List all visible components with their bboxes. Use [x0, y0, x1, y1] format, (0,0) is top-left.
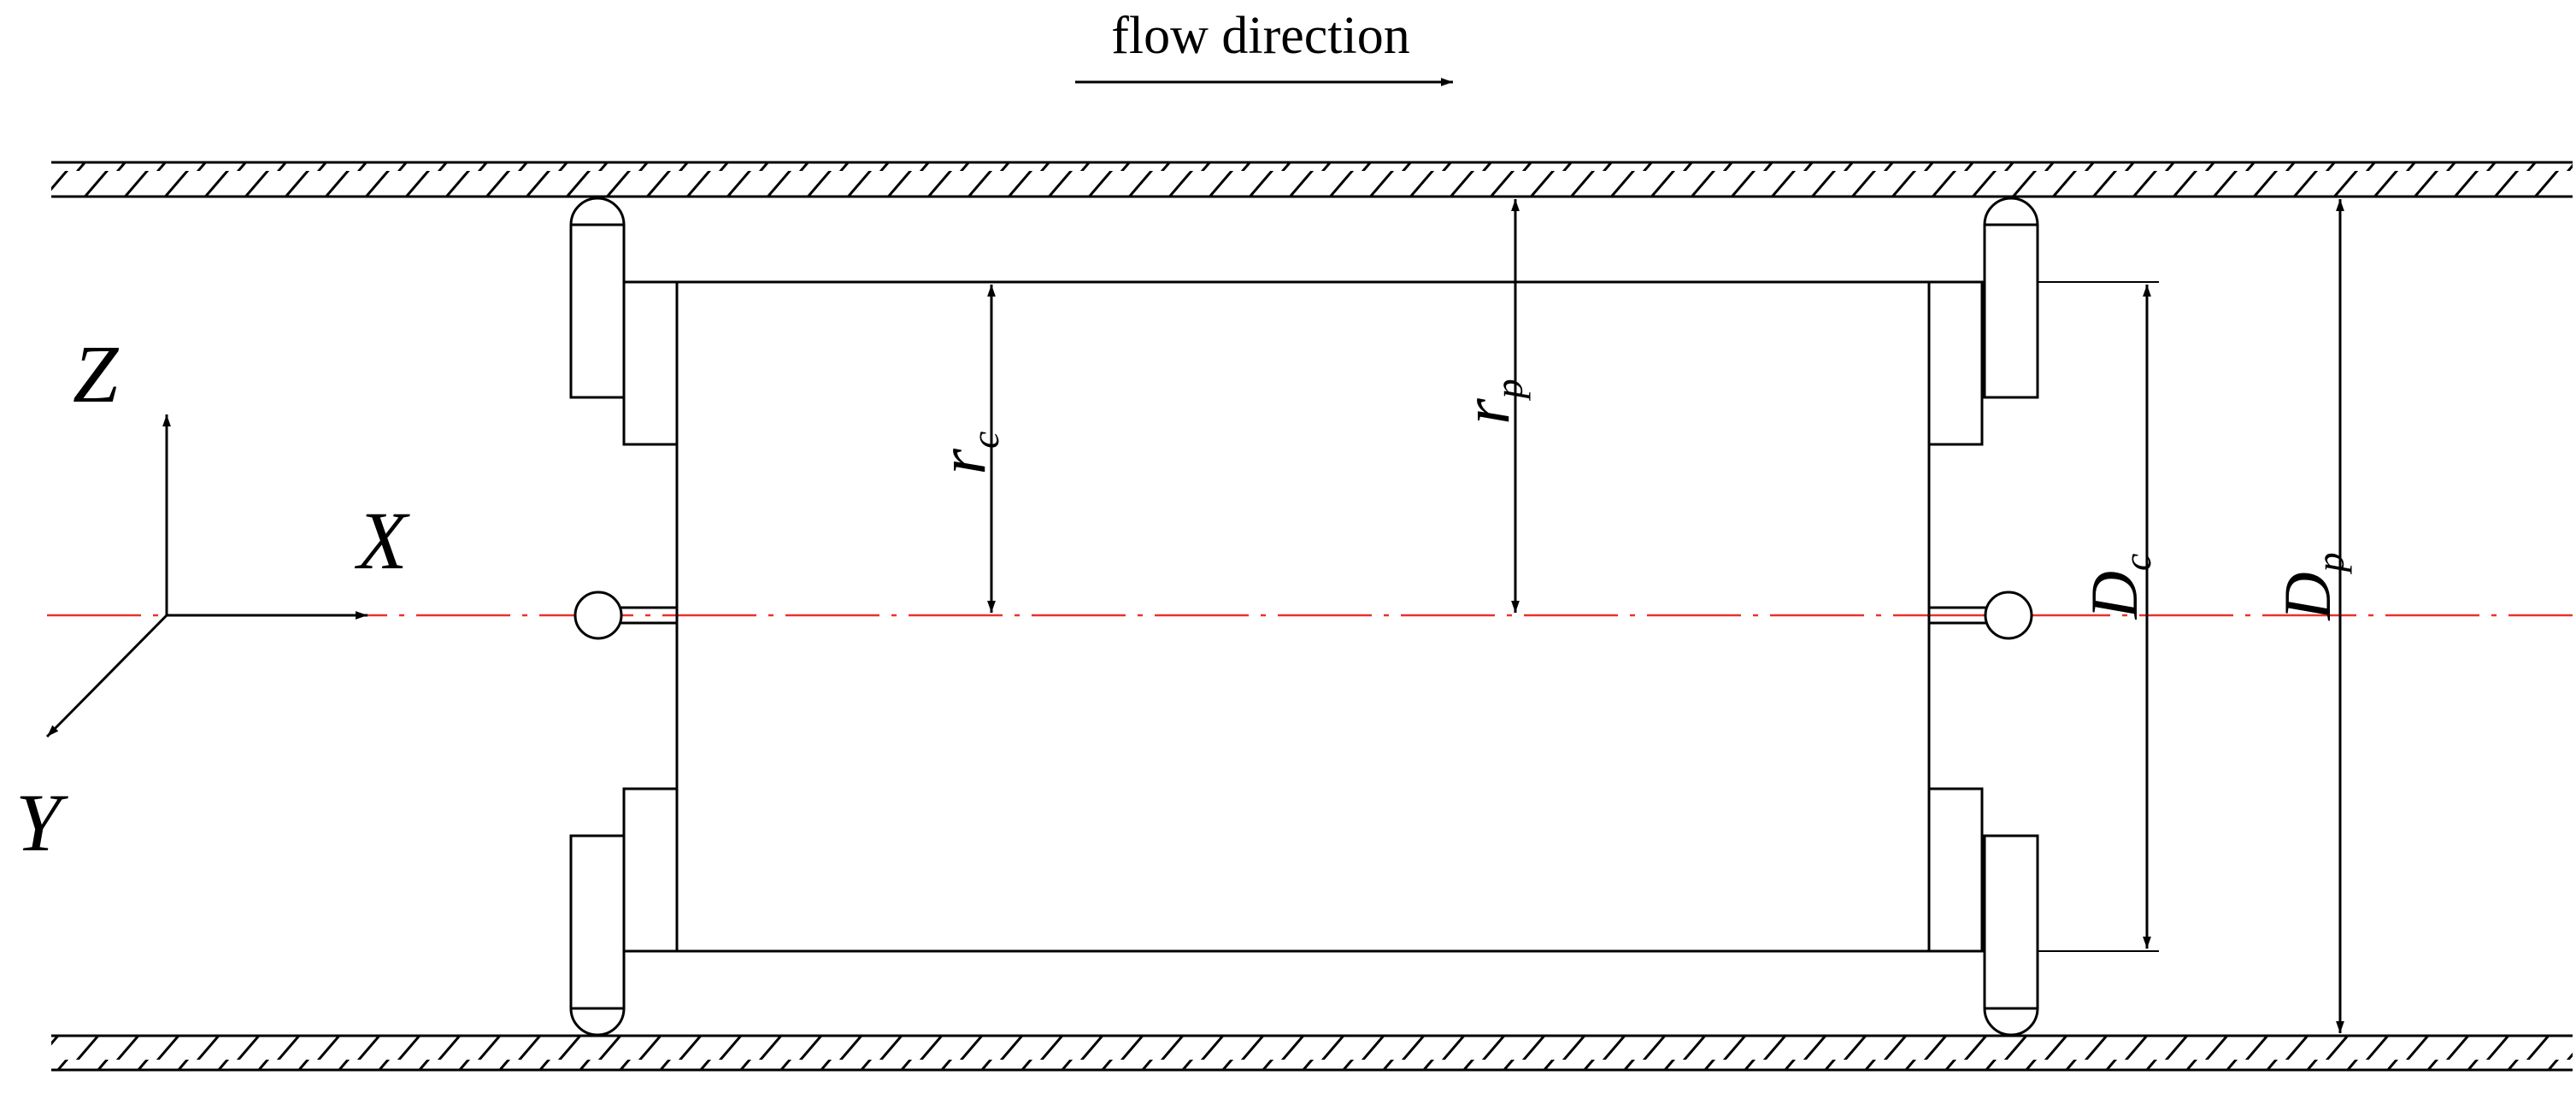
- coordinate-axes: Z X Y: [15, 328, 410, 868]
- flow-direction-label: flow direction: [1111, 7, 1410, 65]
- dimension-label-dc: Dc: [2077, 554, 2159, 620]
- z-axis-label: Z: [73, 328, 120, 420]
- dimension-label-rc: rc: [925, 432, 1007, 475]
- pipe-wall-top: [51, 161, 2573, 198]
- support-left-bottom: [569, 787, 679, 1037]
- pipe-wall-bottom: [51, 1034, 2573, 1072]
- x-axis-label: X: [354, 495, 410, 586]
- connector-right: [1929, 591, 2033, 640]
- dimension-label-dp: Dp: [2270, 552, 2352, 620]
- y-axis-label: Y: [15, 777, 68, 868]
- dimension-label-rp: rp: [1449, 379, 1531, 424]
- support-right-top: [1927, 197, 2039, 446]
- support-right-bottom: [1927, 787, 2039, 1037]
- flow-direction: flow direction: [1075, 7, 1453, 86]
- y-axis-arrow: [45, 614, 168, 738]
- connector-left: [573, 591, 677, 640]
- support-left-top: [569, 197, 679, 446]
